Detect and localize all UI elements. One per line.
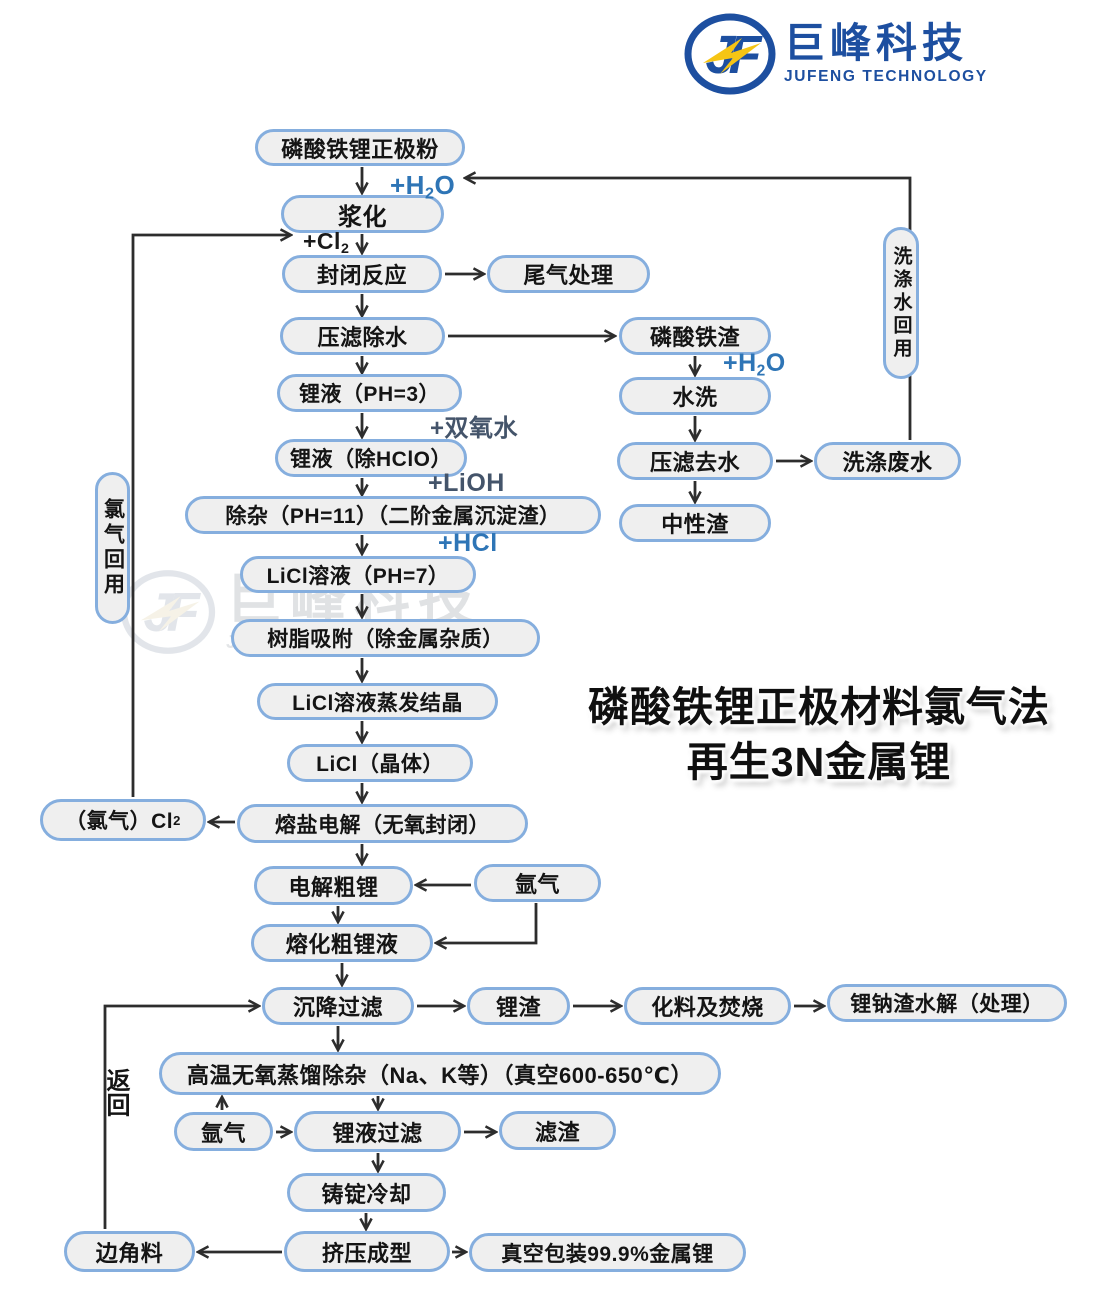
node-molten-electrolysis: 熔盐电解（无氧封闭）	[237, 804, 528, 843]
node-press-dewater: 压滤除水	[280, 317, 445, 355]
node-impurity-ph11: 除杂（PH=11）（二阶金属沉淀渣）	[185, 496, 601, 534]
node-extrude-form: 挤压成型	[284, 1231, 450, 1272]
node-iron-phosphate-slag: 磷酸铁渣	[619, 317, 771, 355]
diagram-title: 磷酸铁锂正极材料氯气法 再生3N金属锂	[538, 680, 1100, 791]
node-scrap: 边角料	[64, 1231, 195, 1272]
edge-scrap-return-loop	[103, 1006, 258, 1229]
logo-name-cn: 巨峰科技	[784, 20, 968, 67]
node-licl-crystal: LiCl（晶体）	[287, 744, 473, 782]
node-cast-cool: 铸锭冷却	[287, 1173, 446, 1212]
node-wash-wastewater: 洗涤废水	[814, 442, 961, 480]
label-add-hcl: +HCl	[438, 529, 498, 557]
node-closed-reaction: 封闭反应	[282, 255, 442, 293]
logo-mark-icon: JF	[684, 13, 776, 95]
node-water-wash: 水洗	[619, 377, 771, 415]
edge-cl2-recycle-loop	[131, 235, 290, 797]
node-licl-evaporate: LiCl溶液蒸发结晶	[257, 683, 498, 720]
label-add-cl2: +Cl2	[303, 228, 350, 257]
node-argon-top: 氩气	[474, 864, 601, 902]
node-settle-filter: 沉降过滤	[262, 987, 414, 1025]
label-add-h2o-right: +H2O	[723, 349, 786, 380]
node-li-slag: 锂渣	[467, 987, 570, 1025]
node-filter-residue: 滤渣	[499, 1111, 616, 1150]
node-neutral-slag: 中性渣	[619, 504, 771, 542]
node-press-dewater-2: 压滤去水	[617, 442, 773, 480]
edge-argon-melt	[437, 903, 538, 943]
company-logo: JF 巨峰科技 JUFENG TECHNOLOGY	[684, 12, 988, 96]
node-crude-lithium: 电解粗锂	[254, 866, 413, 905]
node-vacuum-distill: 高温无氧蒸馏除杂（Na、K等）（真空600-650℃）	[159, 1052, 721, 1095]
node-li-liquid-filter: 锂液过滤	[294, 1111, 461, 1152]
title-line-1: 磷酸铁锂正极材料氯气法	[588, 684, 1050, 730]
node-slurry: 浆化	[281, 195, 444, 233]
node-positive-powder: 磷酸铁锂正极粉	[255, 129, 465, 166]
node-li-liquid-hclo: 锂液（除HClO）	[275, 439, 467, 477]
node-resin-adsorb: 树脂吸附（除金属杂质）	[231, 619, 540, 657]
node-argon-bottom: 氩气	[174, 1112, 273, 1151]
label-return-label: 返回	[102, 1068, 129, 1117]
watermark-logo-mark-icon: JF	[120, 570, 216, 654]
node-li-liquid-ph3: 锂液（PH=3）	[277, 374, 462, 412]
node-burn-material: 化料及焚烧	[624, 987, 791, 1025]
node-vacuum-pack: 真空包装99.9%金属锂	[469, 1233, 746, 1272]
node-slag-hydrolysis: 锂钠渣水解（处理）	[827, 984, 1067, 1022]
label-add-h2o-top: +H2O	[390, 170, 456, 203]
label-add-peroxide: +双氧水	[430, 415, 519, 442]
title-line-2: 再生3N金属锂	[686, 739, 952, 786]
logo-name-en: JUFENG TECHNOLOGY	[784, 67, 988, 85]
label-add-lioh: +LiOH	[428, 469, 505, 497]
node-tail-gas: 尾气处理	[487, 255, 650, 293]
node-wash-water-recycle: 洗涤水回用	[883, 227, 919, 379]
node-licl-ph7: LiCl溶液（PH=7）	[240, 556, 476, 593]
node-melt-crude-li: 熔化粗锂液	[251, 924, 433, 962]
node-chlorine-recycle: 氯气回用	[95, 472, 130, 624]
